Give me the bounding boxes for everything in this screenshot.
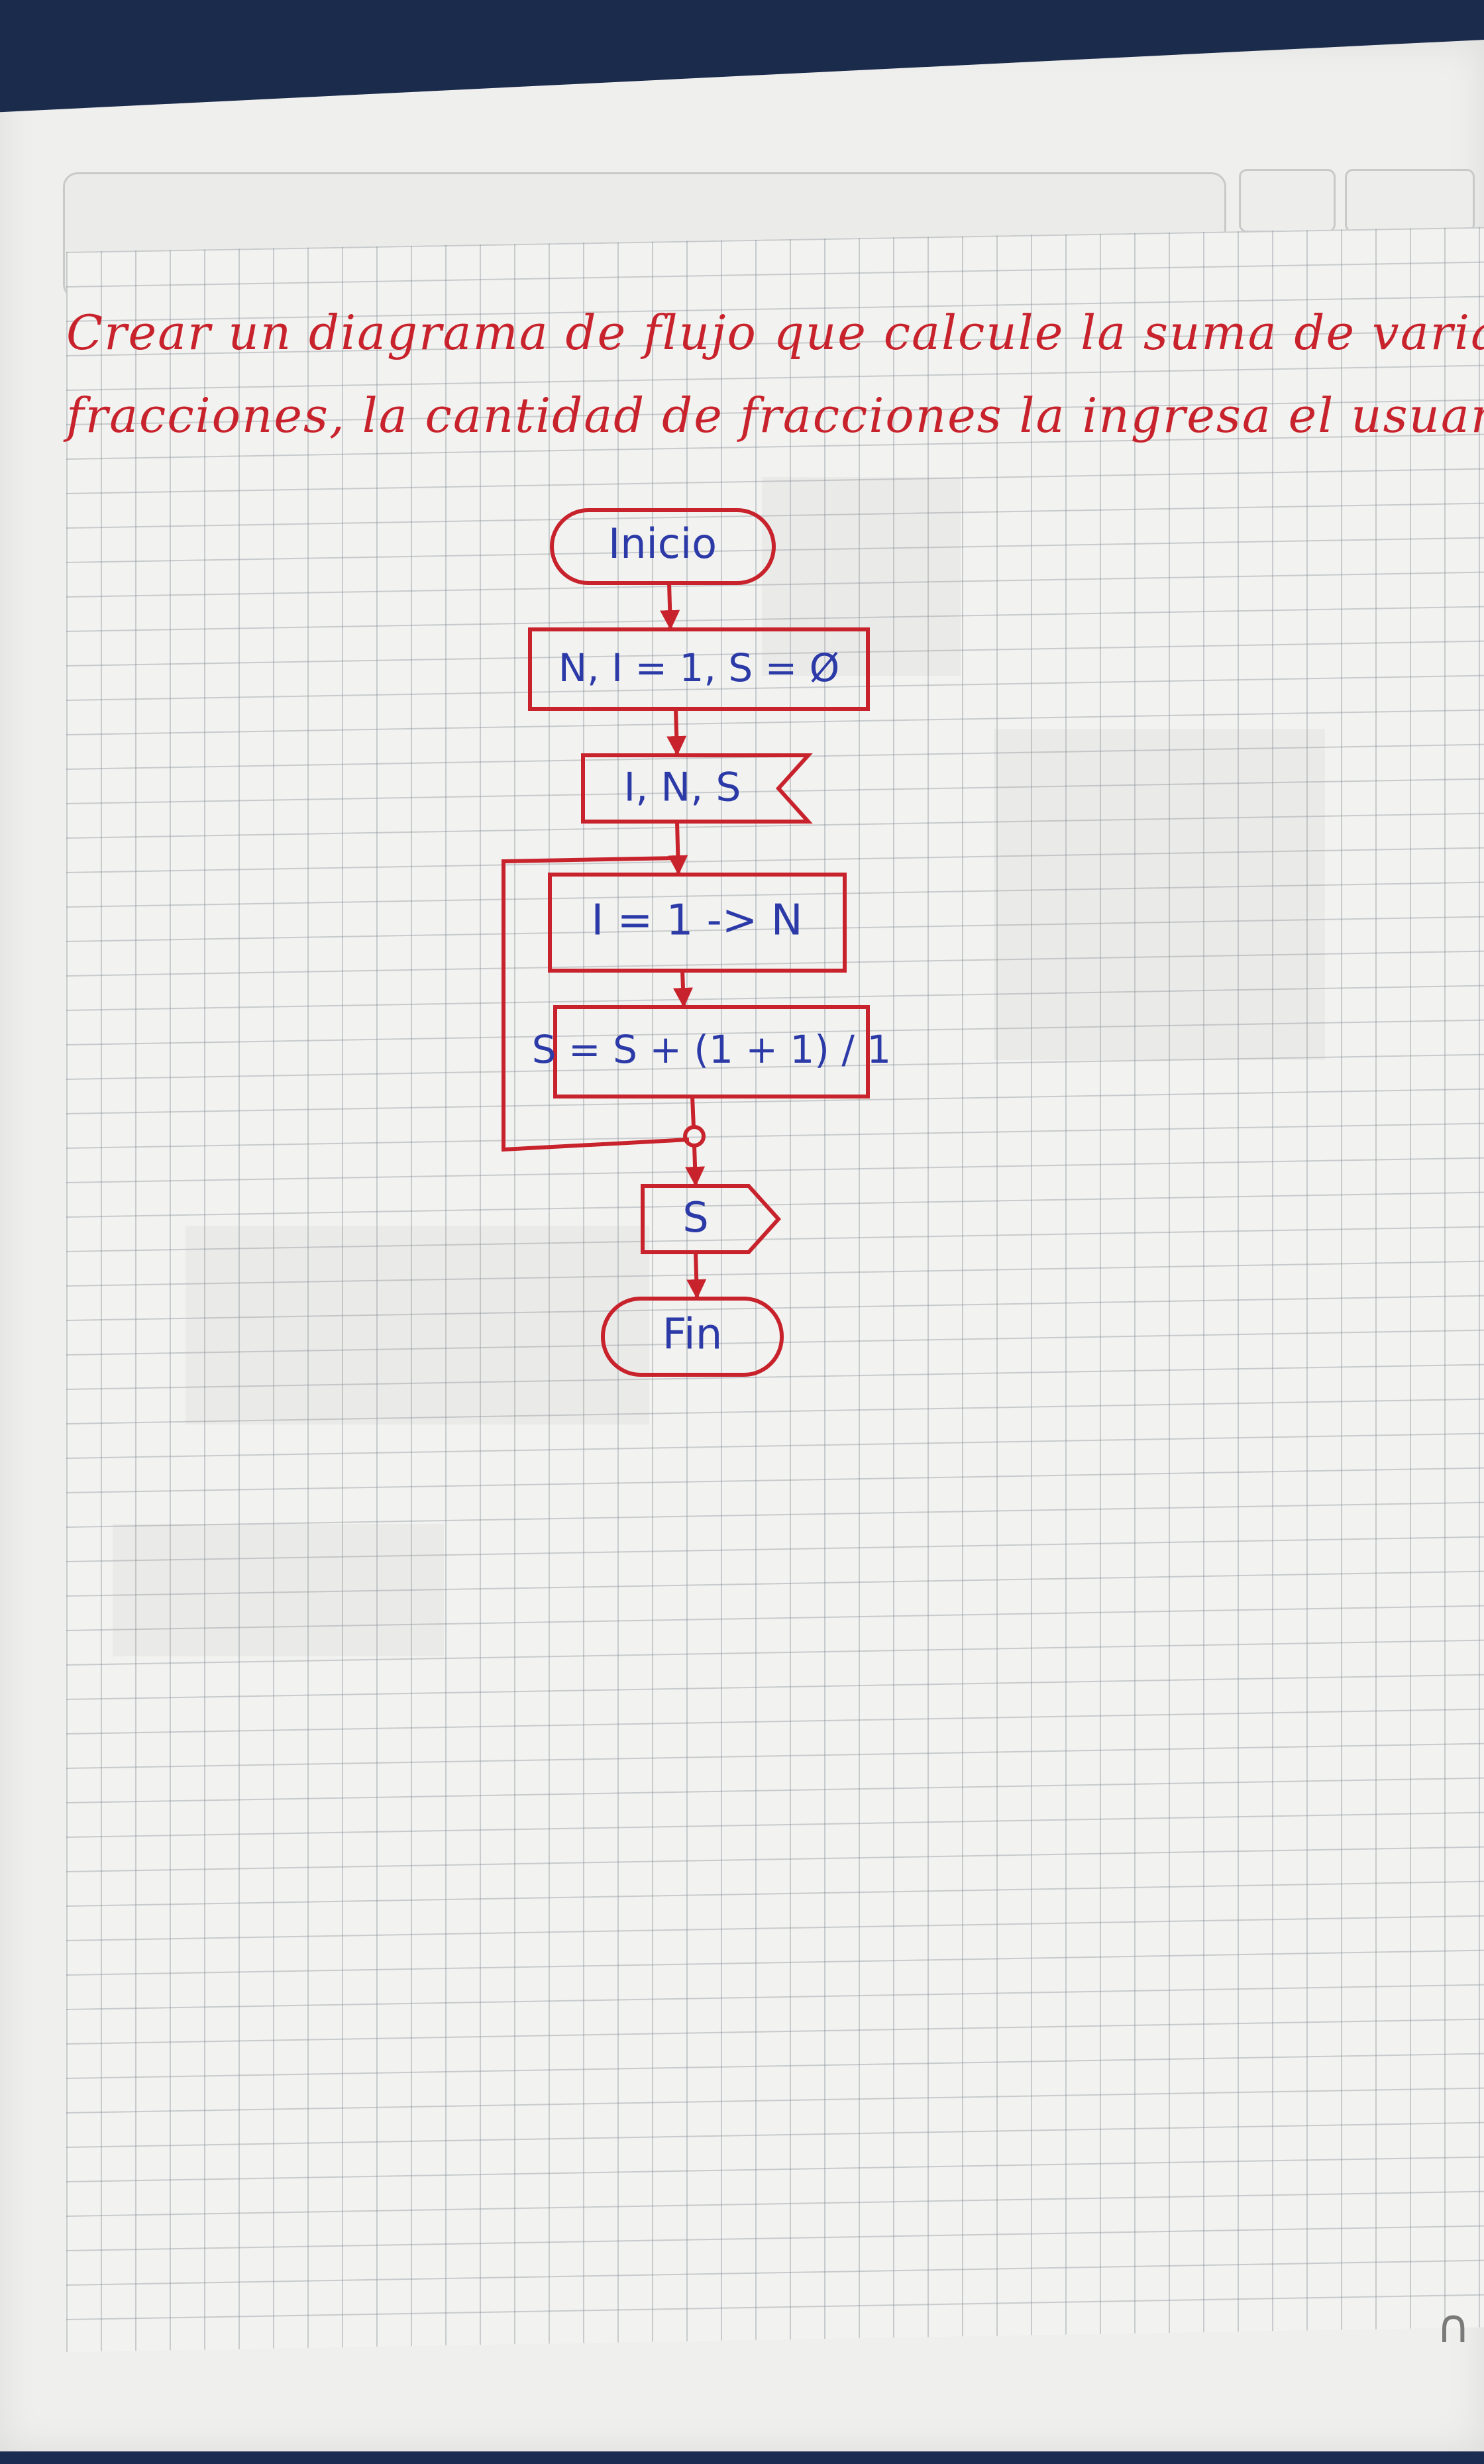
end-terminal (601, 1297, 784, 1377)
flow-arrow (686, 1252, 707, 1299)
flow-arrow (685, 1145, 706, 1187)
flow-arrow (660, 582, 680, 630)
loop-box (548, 873, 847, 973)
flow-arrow (668, 821, 688, 875)
input-box (581, 753, 813, 824)
process-label: S = S + (1 + 1) / 1 (532, 1027, 891, 1072)
end-label: Fin (662, 1311, 723, 1360)
output-label: S (682, 1193, 708, 1242)
show-through-mark (994, 729, 1325, 1060)
init-process-box (528, 627, 870, 711)
sum-process-box (553, 1005, 870, 1098)
input-label: I, N, S (624, 765, 741, 811)
page-corner-mark: ∩ (1436, 2299, 1471, 2353)
show-through-mark (113, 1524, 444, 1656)
output-box (641, 1184, 782, 1254)
header-field-box (1345, 169, 1475, 233)
loop-return-line (502, 856, 690, 1152)
loop-connector (683, 1125, 706, 1148)
problem-statement-line-1: Crear un diagrama de flujo que calcule l… (66, 305, 1484, 360)
flow-arrow (666, 708, 687, 756)
loop-label: I = 1 -> N (591, 896, 802, 945)
init-label: N, I = 1, S = Ø (558, 645, 840, 690)
show-through-mark (186, 1226, 649, 1424)
start-terminal (550, 508, 776, 585)
show-through-mark (762, 477, 961, 676)
flow-line (690, 1096, 696, 1128)
start-label: Inicio (608, 519, 717, 568)
problem-statement-line-2: fracciones, la cantidad de fracciones la… (66, 388, 1484, 443)
flow-arrow (672, 970, 693, 1008)
